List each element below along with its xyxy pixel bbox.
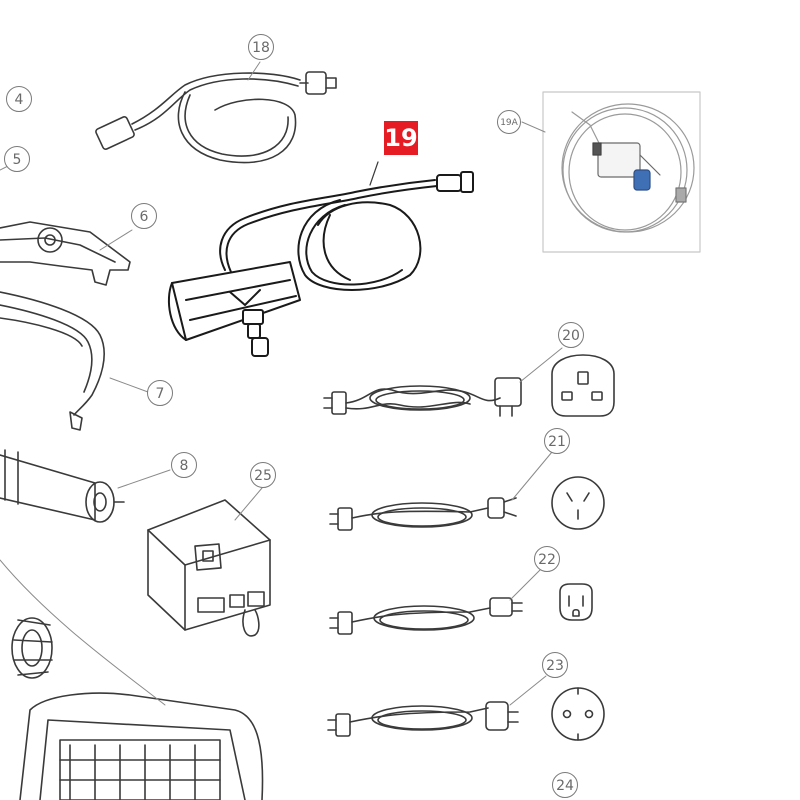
eu-plug-socket-icon bbox=[551, 687, 605, 741]
callout-19-highlight: 19 bbox=[384, 121, 418, 155]
callout-19a: 19A bbox=[497, 110, 521, 134]
part-19a-inset-frame bbox=[542, 91, 701, 253]
part-22-us-cable bbox=[329, 569, 541, 635]
callout-21: 21 bbox=[544, 428, 570, 454]
part-25-power-box bbox=[147, 487, 271, 637]
callout-22: 22 bbox=[534, 546, 560, 572]
part-20-uk-cable bbox=[323, 347, 563, 417]
part-23-eu-cable bbox=[327, 675, 547, 737]
callout-25: 25 bbox=[250, 462, 276, 488]
part-7-handle bbox=[0, 291, 149, 431]
part-gear bbox=[11, 617, 53, 679]
au-plug-socket-icon bbox=[551, 476, 605, 530]
callout-20: 20 bbox=[558, 322, 584, 348]
part-21-au-cable bbox=[329, 451, 553, 531]
callout-23: 23 bbox=[542, 652, 568, 678]
callout-6: 6 bbox=[131, 203, 157, 229]
part-18-cable bbox=[95, 61, 337, 164]
callout-5: 5 bbox=[4, 146, 30, 172]
robot-body bbox=[0, 559, 264, 800]
callout-7: 7 bbox=[147, 380, 173, 406]
callout-18: 18 bbox=[248, 34, 274, 60]
part-19a-sensor-cable bbox=[521, 103, 695, 233]
part-19-power-cable bbox=[167, 161, 474, 357]
callout-24: 24 bbox=[552, 772, 578, 798]
part-8-motor bbox=[0, 449, 171, 523]
callout-8: 8 bbox=[171, 452, 197, 478]
callout-4: 4 bbox=[6, 86, 32, 112]
part-6-bracket bbox=[0, 221, 133, 286]
us-plug-socket-icon bbox=[559, 583, 593, 621]
uk-plug-socket-icon bbox=[551, 354, 615, 417]
